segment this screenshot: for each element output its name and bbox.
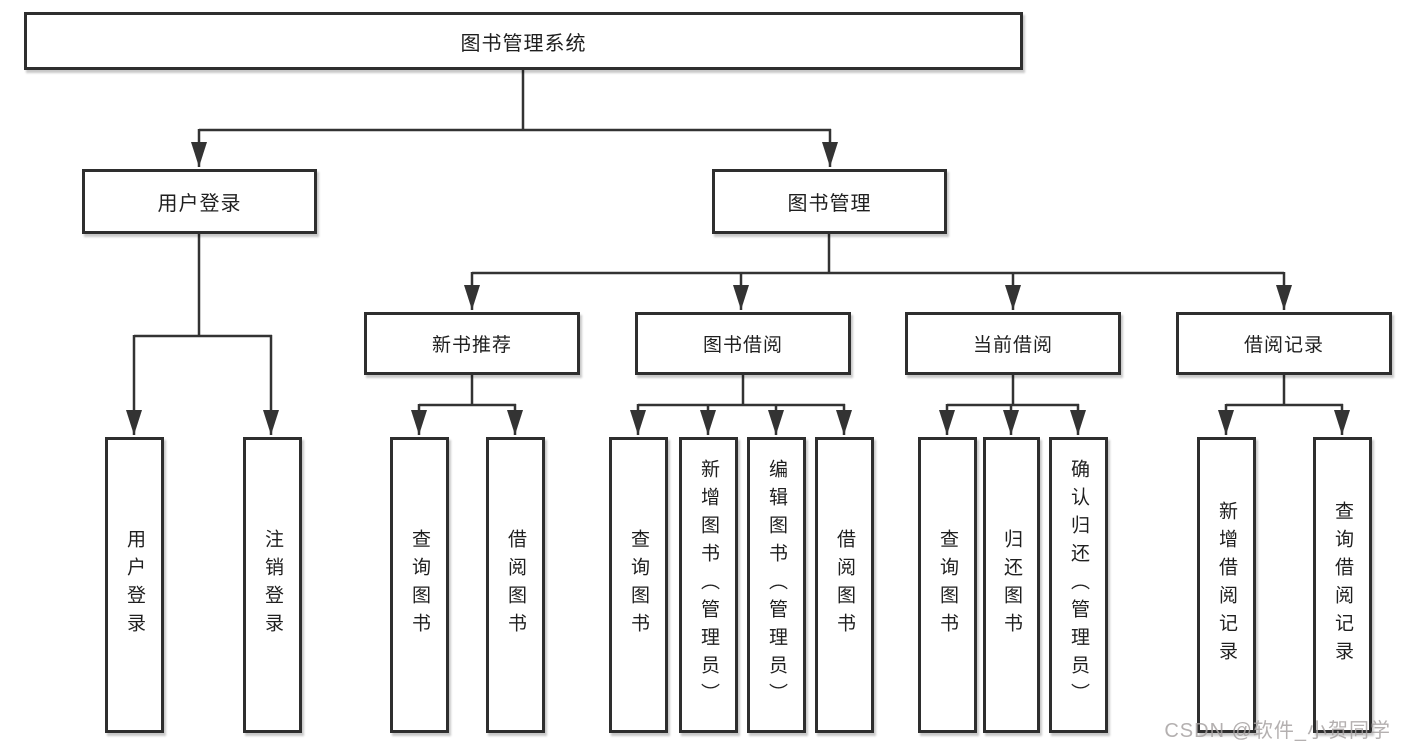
leaf-label: 归还图书 [1001,529,1022,641]
node-current-borrowing: 当前借阅 [905,312,1121,375]
node-label: 借阅记录 [1243,335,1324,356]
leaf-confirm-return-admin: 确认归还（管理员） [1049,437,1108,733]
node-library-management-system: 图书管理系统 [24,12,1023,70]
leaf-label: 查询借阅记录 [1332,501,1353,669]
node-book-borrowing: 图书借阅 [635,312,851,375]
leaf-label: 借阅图书 [834,529,855,641]
node-label: 新书推荐 [431,335,512,356]
connector-current-borrowing-to-leaves [939,375,1086,435]
connector-book-management-to-level3 [464,234,1292,310]
leaf-logout: 注销登录 [243,437,302,733]
node-new-book-recommend: 新书推荐 [364,312,580,375]
leaf-label: 用户登录 [124,529,145,641]
leaf-borrow-books-recommend: 借阅图书 [486,437,545,733]
leaf-label: 查询图书 [937,529,958,641]
leaf-edit-books-admin: 编辑图书（管理员） [747,437,806,733]
leaf-user-login: 用户登录 [105,437,164,733]
node-user-login: 用户登录 [82,169,317,234]
node-label: 当前借阅 [972,335,1053,356]
connector-book-borrowing-to-leaves [630,375,852,435]
node-borrowing-records: 借阅记录 [1176,312,1392,375]
connector-borrowing-records-to-leaves [1218,375,1350,435]
leaf-label: 借阅图书 [505,529,526,641]
leaf-add-books-admin: 新增图书（管理员） [679,437,738,733]
leaf-return-books: 归还图书 [983,437,1040,733]
node-book-management: 图书管理 [712,169,947,234]
node-label: 图书管理 [787,193,872,215]
leaf-label: 查询图书 [628,529,649,641]
csdn-watermark: CSDN @软件_小贺同学 [1164,720,1391,742]
leaf-label: 注销登录 [262,529,283,641]
leaf-query-books-recommend: 查询图书 [390,437,449,733]
node-label: 用户登录 [157,193,242,215]
leaf-query-borrow-record: 查询借阅记录 [1313,437,1372,733]
connector-root-to-level2 [191,70,838,167]
leaf-query-books-current: 查询图书 [918,437,977,733]
leaf-label: 编辑图书（管理员） [766,459,787,711]
leaf-borrow-books: 借阅图书 [815,437,874,733]
leaf-add-borrow-record: 新增借阅记录 [1197,437,1256,733]
leaf-label: 新增图书（管理员） [698,459,719,711]
leaf-label: 查询图书 [409,529,430,641]
node-label: 图书借阅 [702,335,783,356]
leaf-label: 确认归还（管理员） [1068,459,1089,711]
connector-new-book-to-leaves [411,375,523,435]
node-label: 图书管理系统 [460,32,587,55]
leaf-query-books-borrowing: 查询图书 [609,437,668,733]
connector-user-login-to-leaves [126,234,279,435]
leaf-label: 新增借阅记录 [1216,501,1237,669]
